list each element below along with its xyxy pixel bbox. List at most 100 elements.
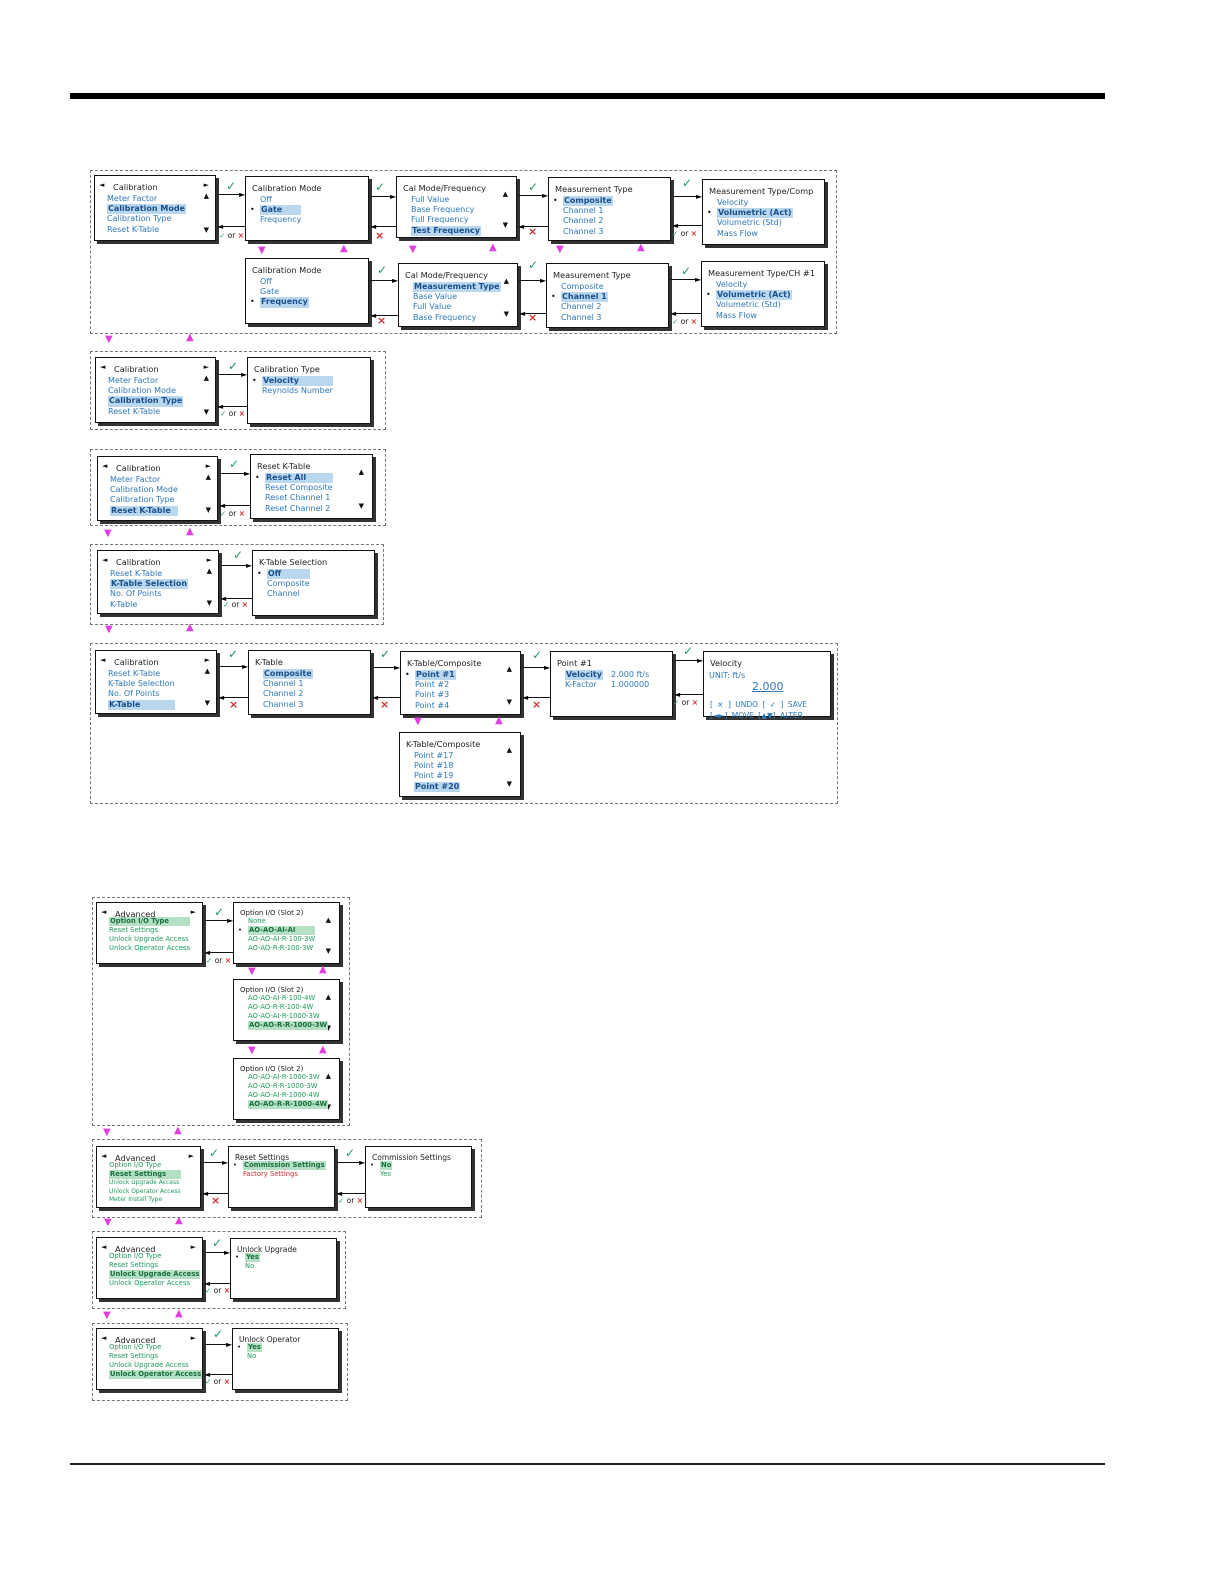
down-arrow-icon[interactable]: ▼ bbox=[206, 599, 212, 607]
menu-item-reset-k-table[interactable]: Reset K-Table bbox=[108, 406, 161, 416]
advanced-nav-menu[interactable]: ◄ ► Advanced Option I/O Type Reset Setti… bbox=[96, 1146, 201, 1208]
option-ao-ao-r-r-1000-3w[interactable]: AO-AO-R-R-1000-3W bbox=[248, 1021, 329, 1030]
right-arrow-icon[interactable]: ► bbox=[190, 908, 196, 916]
up-arrow-icon[interactable]: ▲ bbox=[502, 190, 508, 198]
up-arrow-icon[interactable]: ▲ bbox=[506, 746, 512, 754]
option-ao-ao-ai-r-1000-3w[interactable]: AO-AO-AI-R-1000-3W bbox=[248, 1012, 320, 1020]
menu-item-meter-factor[interactable]: Meter Factor bbox=[107, 194, 158, 203]
option-frequency[interactable]: Frequency bbox=[250, 297, 309, 308]
option-channel[interactable]: Channel bbox=[267, 589, 300, 599]
calibration-nav-menu[interactable]: ◄ ► ▲ ▼ Calibration Meter Factor Calibra… bbox=[97, 456, 218, 521]
option-off[interactable]: Off bbox=[257, 569, 310, 579]
menu-item-reset-k-table[interactable]: Reset K-Table bbox=[107, 224, 160, 234]
up-arrow-icon[interactable]: ▲ bbox=[503, 277, 509, 285]
menu-item-k-table[interactable]: K-Table bbox=[108, 699, 175, 710]
menu-item-unlock-upgrade-access[interactable]: Unlock Upgrade Access bbox=[109, 1270, 201, 1279]
option-point-20[interactable]: Point #20 bbox=[414, 781, 461, 792]
left-arrow-icon[interactable]: ◄ bbox=[101, 1152, 107, 1160]
advanced-nav-menu[interactable]: ◄ ► Advanced Option I/O Type Reset Setti… bbox=[96, 1328, 203, 1390]
option-ao-ao-ai-r-1000-4w[interactable]: AO-AO-AI-R-1000-4W bbox=[248, 1091, 320, 1099]
menu-item-k-table-selection[interactable]: K-Table Selection bbox=[108, 679, 175, 689]
option-frequency[interactable]: Frequency bbox=[260, 215, 302, 225]
option-point-19[interactable]: Point #19 bbox=[414, 771, 454, 781]
menu-item-unlock-upgrade-access[interactable]: Unlock Upgrade Access bbox=[109, 935, 189, 943]
option-off[interactable]: Off bbox=[260, 277, 272, 286]
down-arrow-icon[interactable]: ▼ bbox=[325, 947, 331, 955]
option-volumetric-std[interactable]: Volumetric (Std) bbox=[717, 218, 782, 228]
option-none[interactable]: None bbox=[248, 917, 266, 925]
up-arrow-icon[interactable]: ▲ bbox=[325, 993, 331, 1001]
left-arrow-icon[interactable]: ◄ bbox=[101, 1243, 107, 1251]
calibration-nav-menu[interactable]: ◄ ► ▲ ▼ Calibration Meter Factor Calibra… bbox=[95, 357, 216, 423]
down-arrow-icon[interactable]: ▼ bbox=[358, 502, 364, 510]
velocity-edit-value[interactable]: 2.000 bbox=[752, 680, 784, 693]
menu-item-unlock-operator-access[interactable]: Unlock Operator Access bbox=[109, 1370, 203, 1379]
menu-item-reset-k-table[interactable]: Reset K-Table bbox=[108, 669, 161, 678]
option-point-4[interactable]: Point #4 bbox=[415, 700, 450, 710]
up-arrow-icon[interactable]: ▲ bbox=[325, 916, 331, 924]
option-reynolds-number[interactable]: Reynolds Number bbox=[262, 386, 333, 396]
menu-item-reset-settings[interactable]: Reset Settings bbox=[109, 1261, 159, 1269]
right-arrow-icon[interactable]: ► bbox=[203, 181, 209, 189]
option-no[interactable]: No bbox=[370, 1161, 393, 1170]
menu-item-unlock-operator-access[interactable]: Unlock Operator Access bbox=[109, 1279, 191, 1287]
option-composite[interactable]: Composite bbox=[267, 579, 310, 589]
up-arrow-icon[interactable]: ▲ bbox=[205, 473, 211, 481]
option-composite[interactable]: Composite bbox=[553, 196, 613, 206]
menu-item-reset-k-table[interactable]: Reset K-Table bbox=[110, 505, 178, 516]
down-arrow-icon[interactable]: ▼ bbox=[506, 780, 512, 788]
option-gate[interactable]: Gate bbox=[260, 287, 280, 297]
option-composite[interactable]: Composite bbox=[263, 669, 313, 680]
menu-item-reset-settings[interactable]: Reset Settings bbox=[109, 926, 159, 934]
option-ao-ao-r-r-1000-4w[interactable]: AO-AO-R-R-1000-4W bbox=[248, 1100, 329, 1109]
down-arrow-icon[interactable]: ▼ bbox=[203, 226, 209, 234]
menu-item-unlock-upgrade-access[interactable]: Unlock Upgrade Access bbox=[109, 1179, 180, 1186]
option-mass-flow[interactable]: Mass Flow bbox=[717, 228, 758, 238]
option-factory-settings[interactable]: Factory Settings bbox=[243, 1170, 298, 1178]
up-arrow-icon[interactable]: ▲ bbox=[203, 192, 209, 200]
up-arrow-icon[interactable]: ▲ bbox=[204, 667, 210, 675]
right-arrow-icon[interactable]: ► bbox=[204, 656, 210, 664]
option-channel-1[interactable]: Channel 1 bbox=[563, 206, 604, 216]
up-arrow-icon[interactable]: ▲ bbox=[506, 665, 512, 673]
menu-item-calibration-mode[interactable]: Calibration Mode bbox=[108, 386, 176, 396]
option-channel-3[interactable]: Channel 3 bbox=[263, 699, 304, 709]
advanced-nav-menu[interactable]: ◄ ► Advanced Option I/O Type Reset Setti… bbox=[96, 1237, 203, 1299]
option-velocity[interactable]: Velocity bbox=[717, 198, 749, 207]
option-composite[interactable]: Composite bbox=[561, 282, 604, 291]
menu-item-k-table-selection[interactable]: K-Table Selection bbox=[110, 579, 189, 590]
down-arrow-icon[interactable]: ▼ bbox=[203, 408, 209, 416]
menu-item-calibration-type[interactable]: Calibration Type bbox=[108, 396, 184, 407]
menu-item-k-table[interactable]: K-Table bbox=[110, 599, 138, 609]
calibration-nav-menu[interactable]: ◄ ► ▲ ▼ Calibration Meter Factor Calibra… bbox=[94, 175, 216, 241]
right-arrow-icon[interactable]: ► bbox=[190, 1243, 196, 1251]
option-channel-1[interactable]: Channel 1 bbox=[263, 679, 304, 689]
menu-item-calibration-type[interactable]: Calibration Type bbox=[107, 214, 172, 224]
option-yes[interactable]: Yes bbox=[380, 1170, 391, 1178]
option-channel-3[interactable]: Channel 3 bbox=[563, 226, 604, 236]
option-volumetric-std[interactable]: Volumetric (Std) bbox=[716, 300, 781, 310]
option-volumetric-act[interactable]: Volumetric (Act) bbox=[707, 208, 793, 219]
option-channel-1[interactable]: Channel 1 bbox=[551, 292, 608, 303]
down-arrow-icon[interactable]: ▼ bbox=[503, 310, 509, 318]
option-commission-settings[interactable]: Commission Settings bbox=[233, 1161, 326, 1170]
down-arrow-icon[interactable]: ▼ bbox=[204, 699, 210, 707]
menu-item-reset-settings[interactable]: Reset Settings bbox=[109, 1170, 181, 1179]
option-reset-composite[interactable]: Reset Composite bbox=[265, 483, 333, 493]
up-arrow-icon[interactable]: ▲ bbox=[206, 567, 212, 575]
down-arrow-icon[interactable]: ▼ bbox=[506, 698, 512, 706]
option-off[interactable]: Off bbox=[260, 195, 272, 204]
menu-item-unlock-upgrade-access[interactable]: Unlock Upgrade Access bbox=[109, 1361, 189, 1369]
menu-item-option-io-type[interactable]: Option I/O Type bbox=[109, 1252, 162, 1260]
menu-item-calibration-mode[interactable]: Calibration Mode bbox=[107, 204, 186, 215]
left-arrow-icon[interactable]: ◄ bbox=[100, 363, 106, 371]
advanced-nav-menu[interactable]: ◄ ► Advanced Option I/O Type Reset Setti… bbox=[96, 902, 203, 964]
left-arrow-icon[interactable]: ◄ bbox=[100, 656, 106, 664]
menu-item-reset-settings[interactable]: Reset Settings bbox=[109, 1352, 159, 1360]
option-point-1[interactable]: Point #1 bbox=[405, 670, 456, 680]
left-arrow-icon[interactable]: ◄ bbox=[99, 181, 105, 189]
option-gate[interactable]: Gate bbox=[250, 205, 302, 216]
option-ao-ao-ai-ai[interactable]: AO-AO-AI-AI bbox=[238, 926, 316, 935]
option-no[interactable]: No bbox=[245, 1262, 255, 1270]
menu-item-meter-factor[interactable]: Meter Factor bbox=[108, 376, 159, 385]
